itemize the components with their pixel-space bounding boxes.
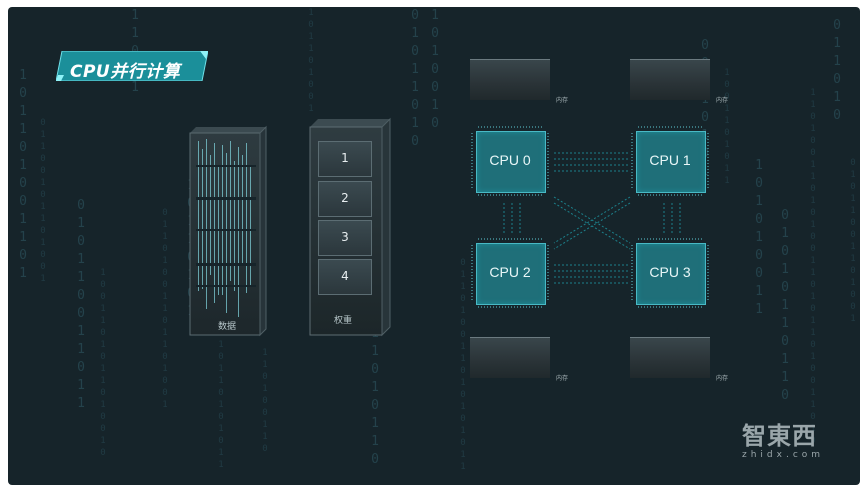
- binary-rain-column: 1 0 0 1 1 0 1 0 1 1: [724, 68, 730, 186]
- memory-label: 内存: [716, 375, 729, 382]
- chip-body: [476, 131, 546, 193]
- binary-rain-column: 1 0 1 0 1 0 0 1 1: [755, 158, 763, 317]
- weight-panel-label: 权重: [334, 316, 353, 326]
- binary-rain-column: 0 1 0 1 0 1 1 0 1 1 0: [781, 208, 789, 403]
- weight-slot: 4: [318, 259, 372, 295]
- chip-pins: [631, 238, 709, 308]
- chip-body: [636, 131, 706, 193]
- binary-rain-column: 1 0 1 1 0 1 0 0 1 1 0 1: [19, 68, 27, 281]
- binary-rain-column: 0 1 0 1 1 0 0 1 1 0 1 0 0 1: [850, 158, 856, 324]
- binary-rain-column: 1 1 0 1 0 0 1 1 0 1 0 1 0 0 1 1 0 1 0 1 …: [810, 88, 816, 446]
- weight-slot: 2: [318, 181, 372, 217]
- binary-rain-column: 0 1 0 1 1 0 0 1 1 0 1 1: [77, 198, 85, 411]
- binary-rain-column: 1 0 0 1 1 0 1 0 1 1 0 1 0 0 1 0: [100, 268, 106, 458]
- cpu-chip-1: CPU 1: [630, 125, 710, 197]
- memory-label: 内存: [556, 97, 569, 104]
- page-title: CPU并行计算: [70, 62, 181, 82]
- chip-body: [476, 243, 546, 305]
- chip-body: [636, 243, 706, 305]
- chip-pins: [471, 126, 549, 196]
- binary-rain-column: 0 1 1 0 1 0 0 1 1 0 1 1 0 1 0 0 1: [162, 208, 168, 410]
- memory-block: [630, 59, 710, 100]
- video-frame: 1 0 1 1 0 1 0 0 1 1 0 1 0 1 1 0 0 1 0 1 …: [8, 7, 860, 485]
- weight-panel: 1 2 3 4 权重: [308, 117, 394, 337]
- chip-pins: [471, 238, 549, 308]
- binary-rain-column: 0 1 0 1 1 0 1 0: [411, 8, 419, 149]
- data-panel-box: [189, 125, 267, 337]
- weight-slot: 3: [318, 220, 372, 256]
- data-panel: 数据: [188, 125, 268, 337]
- cpu-chip-2: CPU 2: [470, 237, 550, 309]
- binary-rain-column: 1 0 1 1 0 1 0 0 1: [308, 8, 314, 114]
- binary-rain-column: 1 0 1 0 0 1 0: [431, 8, 439, 131]
- cpu-interconnect: [503, 152, 681, 284]
- watermark-text: 智東西: [742, 422, 817, 450]
- binary-rain-column: 0 1 1 0 1 0: [833, 18, 841, 123]
- watermark-subtext: zhidx.com: [742, 450, 825, 460]
- memory-block: [630, 337, 710, 378]
- cpu-chip-0: CPU 0: [470, 125, 550, 197]
- cpu-label: CPU 1: [649, 152, 691, 168]
- cpu-label: CPU 2: [489, 264, 531, 280]
- memory-block: [470, 337, 550, 378]
- cpu-chip-3: CPU 3: [630, 237, 710, 309]
- memory-label: 内存: [556, 375, 569, 382]
- memory-block: [470, 59, 550, 100]
- watermark-logo: 智東西 zhidx.com: [742, 423, 824, 460]
- memory-label: 内存: [716, 97, 729, 104]
- binary-rain-column: 1 1 0 1 0 0 1 1 0: [262, 348, 268, 454]
- chip-pins: [631, 126, 709, 196]
- cpu-label: CPU 0: [489, 152, 531, 168]
- title-badge: [56, 51, 208, 81]
- weight-slot: 1: [318, 141, 372, 177]
- data-panel-label: 数据: [218, 322, 237, 332]
- binary-rain-column: 0 1 1 0 0 1 0 1 1 0 1 0 0 1: [40, 118, 46, 284]
- binary-rain-column: 0 1 1 0 1 0 0 1 1 0 1 0 1 0 1 0 1 1: [460, 258, 466, 472]
- cpu-label: CPU 3: [649, 264, 691, 280]
